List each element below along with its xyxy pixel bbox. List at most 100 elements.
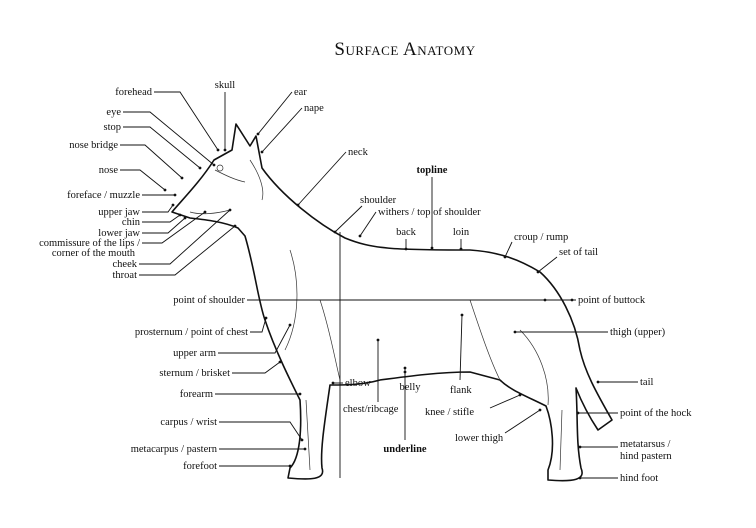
arrowhead [358,234,362,238]
label-text: point of the hock [620,408,692,419]
label-text: flank [450,385,472,396]
leader-line [537,256,558,273]
label-metatarsus-2: hind pastern [620,451,672,462]
label-text: underline [383,444,427,455]
label-loin: loin [453,227,470,251]
leader-line [250,317,267,333]
arrowhead [264,316,268,320]
label-text: ear [294,87,307,98]
leader-line [261,107,303,153]
label-forearm: forearm [180,389,302,400]
label-nape: nape [260,103,324,154]
label-point-of-buttock: point of buttock [543,295,646,306]
label-elbow: elbow [331,378,371,389]
label-prosternum: prosternum / point of chest [135,316,268,338]
leader-line [232,361,281,374]
arrowhead [576,411,580,415]
label-stop: stop [103,122,202,170]
label-topline: topline [417,165,448,250]
label-throat: throat [113,224,237,281]
arrowhead [298,392,302,396]
leader-line [142,204,174,213]
label-text: forehead [115,87,152,98]
arrowhead [460,313,464,317]
arrowhead [578,445,582,449]
arrowhead [216,148,220,152]
label-metacarpus: metacarpus / pastern [131,444,307,455]
leader-line [120,144,183,179]
arrowhead [163,188,167,192]
arrowhead [223,148,227,152]
leader-line [359,211,377,237]
dog-outline [171,123,613,482]
label-text: back [396,227,417,238]
leader-line [123,126,201,169]
arrowhead [278,360,282,364]
label-text: hind pastern [620,451,672,462]
label-hind-foot: hind foot [578,473,658,484]
arrowhead [288,464,292,468]
label-text: withers / top of shoulder [378,207,481,218]
label-flank: flank [450,313,472,396]
label-text: eye [106,107,121,118]
arrowhead [173,193,177,197]
label-text: lower thigh [455,433,504,444]
leader-line [142,217,186,234]
label-point-of-hock: point of the hock [576,408,692,419]
label-text: shoulder [360,195,397,206]
leader-line [504,409,541,434]
label-neck: neck [296,147,369,207]
label-text: hind foot [620,473,658,484]
leader-line [459,314,463,381]
label-shoulder: shoulder [333,195,397,234]
leader-line [219,421,303,441]
label-text: corner of the mouth [52,248,136,259]
arrowhead [430,246,434,250]
label-text: nose bridge [69,140,118,151]
label-metatarsus-1: metatarsus / [578,439,671,450]
leader-line [139,225,236,276]
label-text: foreface / muzzle [67,190,140,201]
label-text: metacarpus / pastern [131,444,218,455]
label-text: upper arm [173,348,216,359]
leader-line [139,209,231,265]
label-text: lower jaw [98,228,140,239]
label-text: forearm [180,389,213,400]
label-text: upper jaw [98,207,140,218]
label-foreface: foreface / muzzle [67,190,177,201]
label-text: tail [640,377,653,388]
label-text: croup / rump [514,232,568,243]
label-ear: ear [256,87,307,136]
label-text: forefoot [183,461,217,472]
arrowhead [180,176,184,180]
arrowhead [518,393,522,397]
label-set-of-tail: set of tail [536,247,598,274]
label-lower-thigh: lower thigh [455,408,542,444]
label-text: elbow [345,378,371,389]
arrowhead [376,338,380,342]
label-text: belly [400,382,422,393]
label-forefoot: forefoot [183,461,292,472]
label-text: neck [348,147,369,158]
label-nose-bridge: nose bridge [69,140,184,180]
leader-line [297,151,347,206]
label-eye: eye [106,107,216,167]
leader-line [123,111,215,166]
arrowhead [212,163,216,167]
label-upper-jaw: upper jaw [98,203,175,218]
leader-line [218,324,291,354]
dog-illustration [171,123,613,482]
label-text: commissure of the lips / [39,238,140,249]
arrowhead [303,447,307,451]
arrowhead [403,370,407,374]
label-carpus: carpus / wrist [160,417,304,442]
label-text: cheek [113,259,138,270]
arrowhead [233,224,237,228]
arrowhead [538,408,542,412]
label-text: skull [215,80,236,91]
arrowhead [333,230,337,234]
leader-line [257,91,293,135]
label-text: nose [99,165,119,176]
